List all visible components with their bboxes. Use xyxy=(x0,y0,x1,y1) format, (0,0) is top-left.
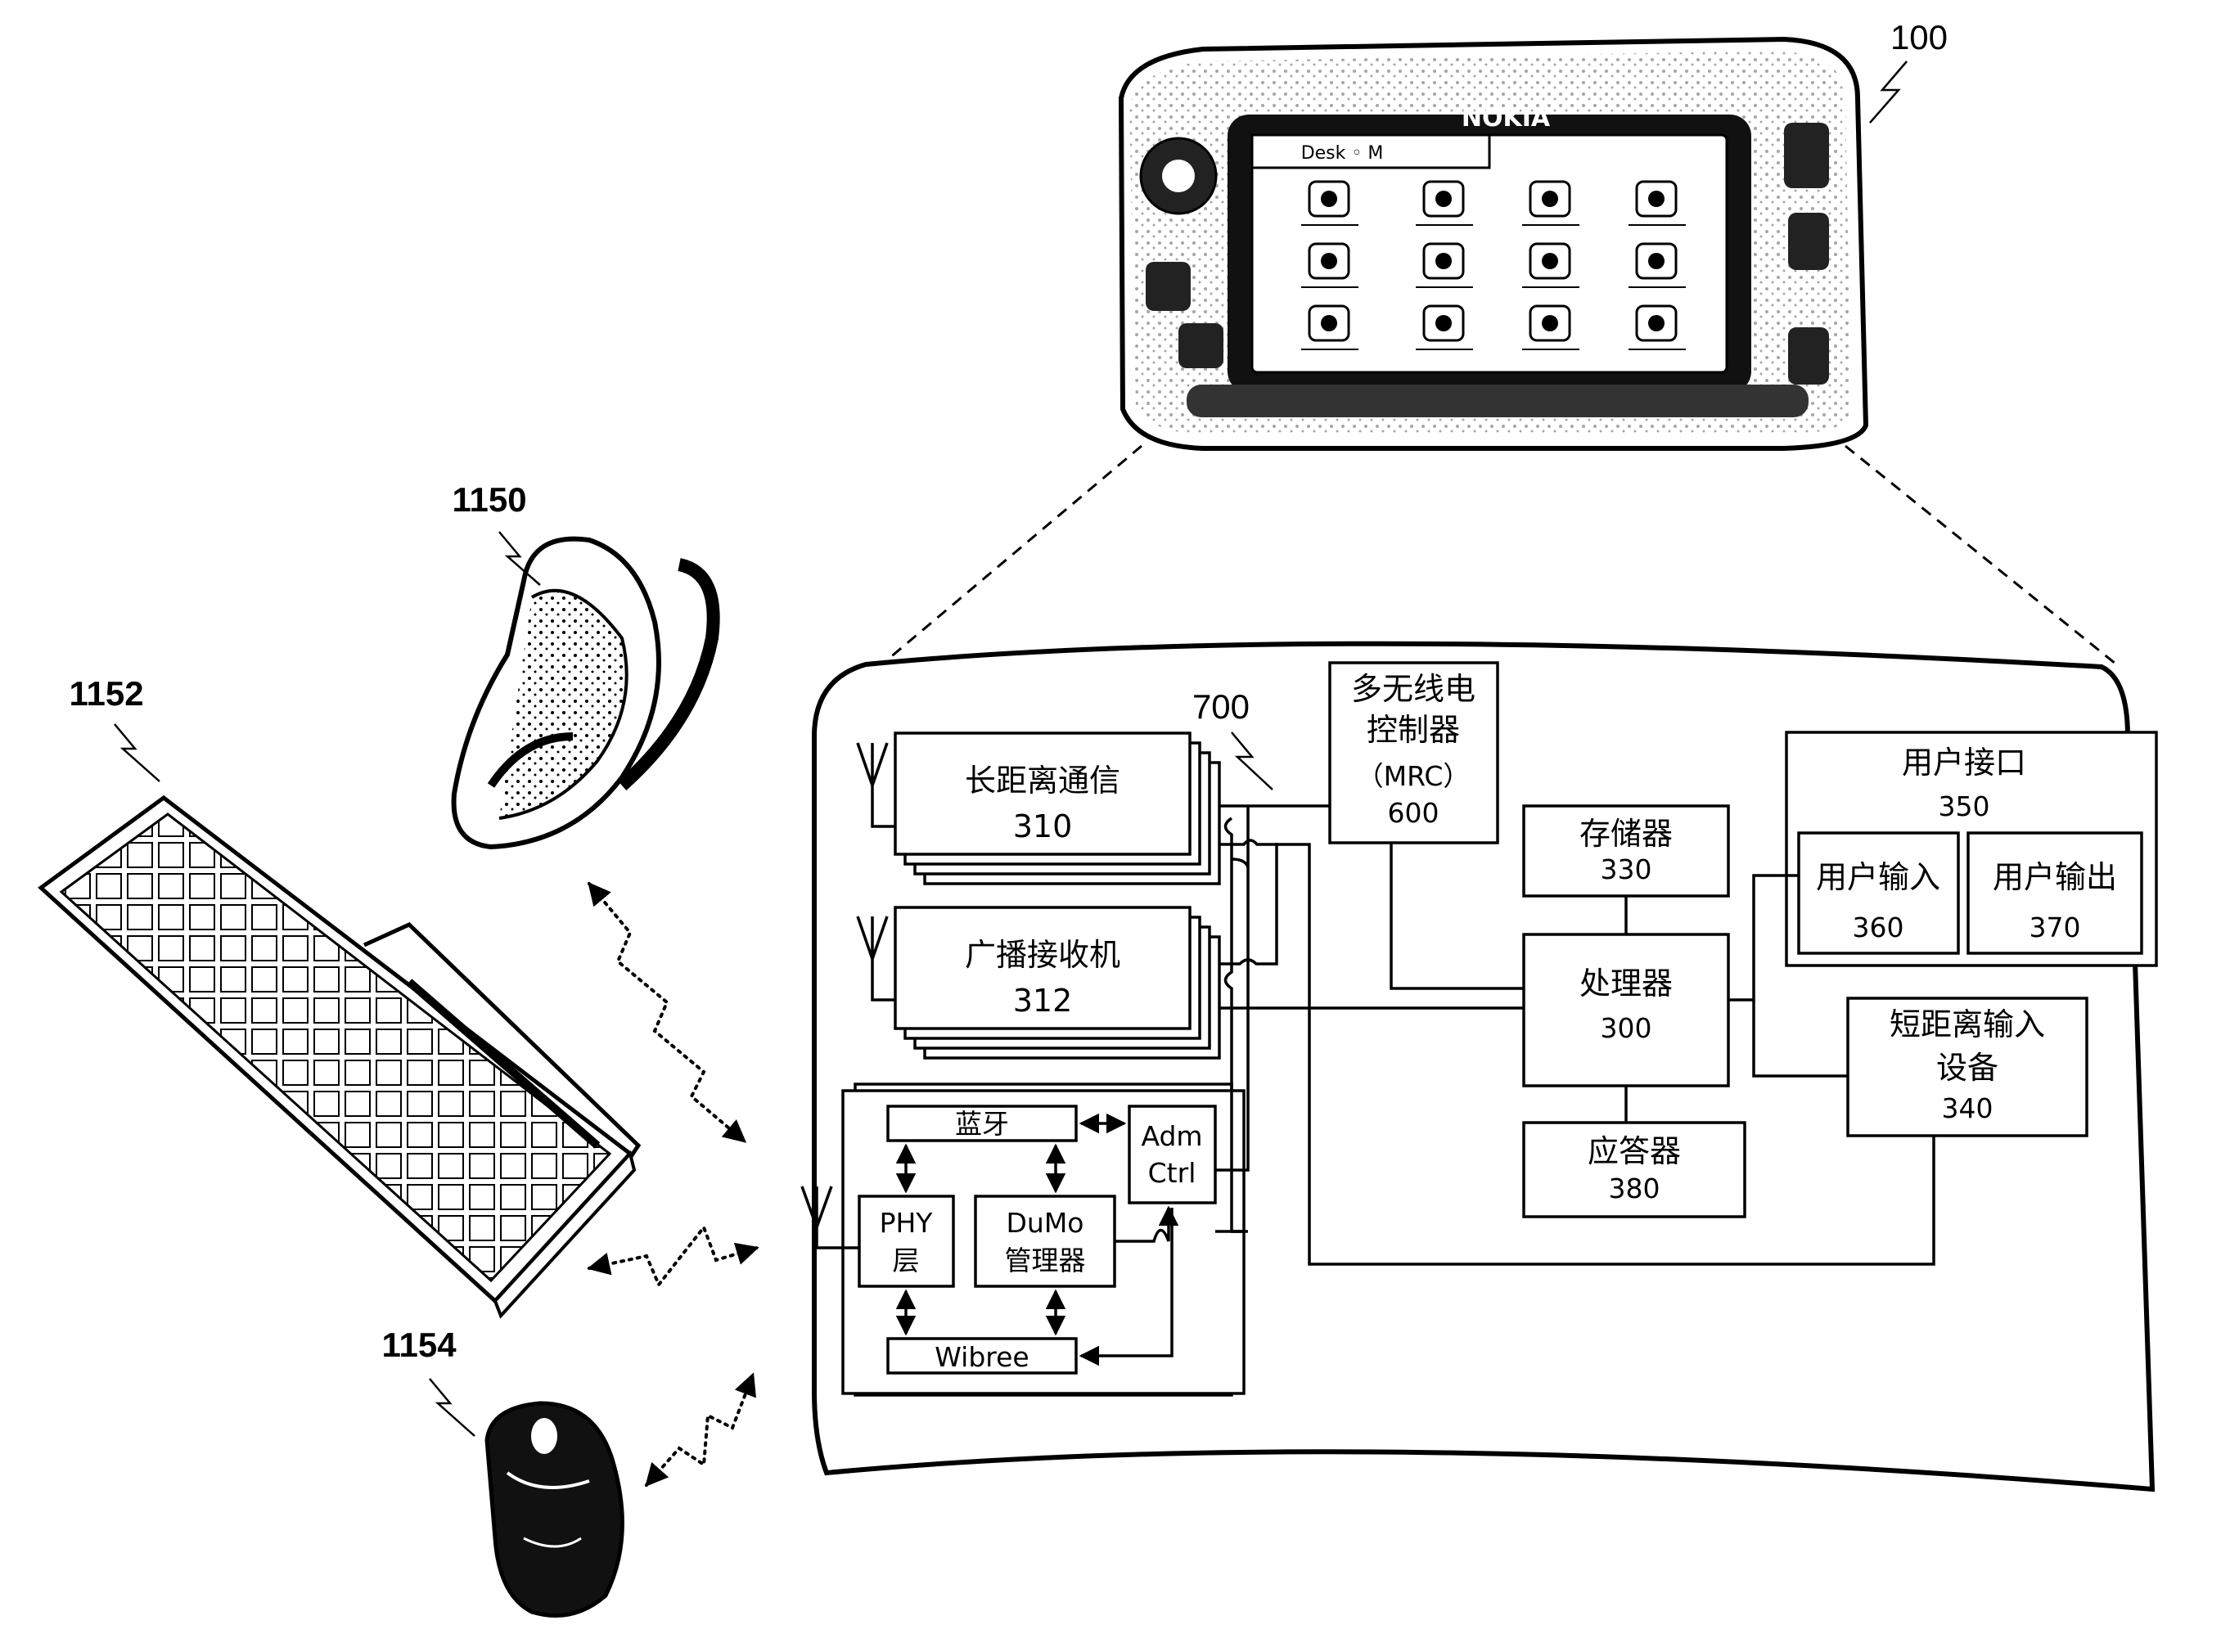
dumo-module: 蓝牙 Adm Ctrl PHY 层 DuMo 管理器 Wibree xyxy=(841,1083,1246,1397)
block-processor: 处理器 300 xyxy=(1522,933,1730,1087)
ref-headset-leader xyxy=(498,531,541,586)
ref-mouse-leader xyxy=(429,1378,475,1437)
wireless-keyboard-icon xyxy=(38,794,642,1319)
broadcast-num: 312 xyxy=(1013,983,1073,1019)
antenna-icon xyxy=(856,742,895,828)
memory-label: 存储器 xyxy=(1579,816,1673,852)
processor-num: 300 xyxy=(1601,1012,1652,1044)
ui-output-num: 370 xyxy=(2030,912,2081,943)
adm-line2: Ctrl xyxy=(1148,1157,1196,1189)
wireless-link-headset xyxy=(588,881,747,1143)
mrc-line3: （MRC） xyxy=(1357,760,1471,792)
wireless-mouse-icon xyxy=(484,1401,624,1618)
mrc-line2: 控制器 xyxy=(1367,712,1460,748)
phy-line2: 层 xyxy=(893,1245,920,1276)
phone-app-grid xyxy=(1301,180,1686,350)
short-range-line1: 短距离输入 xyxy=(1890,1006,2045,1042)
block-user-interface: 用户接口 350 用户输入 360 用户输出 370 xyxy=(1785,731,2158,967)
ref-headset: 1150 xyxy=(452,480,526,519)
ref-dumo-leader xyxy=(1231,731,1273,790)
phone-device: Desk ◦ M NOKIA xyxy=(1118,36,1869,451)
memory-num: 330 xyxy=(1601,853,1652,885)
ui-input-label: 用户输入 xyxy=(1816,859,1940,895)
short-range-line2: 设备 xyxy=(1936,1050,1998,1086)
processor-label: 处理器 xyxy=(1579,966,1673,1002)
wireless-link-keyboard xyxy=(587,1223,759,1288)
dumo-line1: DuMo xyxy=(1007,1207,1084,1239)
ui-output-label: 用户输出 xyxy=(1993,859,2117,895)
responder-num: 380 xyxy=(1609,1173,1660,1204)
short-range-num: 340 xyxy=(1942,1092,1993,1124)
long-range-label: 长距离通信 xyxy=(965,763,1120,799)
antenna-icon xyxy=(856,916,895,1002)
block-short-range: 短距离输入 设备 340 xyxy=(1846,997,2088,1137)
wibree-label: Wibree xyxy=(935,1341,1029,1373)
ref-dumo-module: 700 xyxy=(1192,687,1250,726)
responder-label: 应答器 xyxy=(1588,1133,1681,1169)
wireless-link-mouse xyxy=(645,1372,757,1488)
bluetooth-label: 蓝牙 xyxy=(955,1108,1009,1140)
ref-mouse: 1154 xyxy=(381,1326,457,1364)
mrc-num: 600 xyxy=(1388,797,1439,829)
antenna-icon xyxy=(800,1186,859,1249)
long-range-num: 310 xyxy=(1013,808,1073,844)
zoom-line-left xyxy=(883,444,1142,664)
ref-device-leader xyxy=(1869,61,1908,124)
mrc-line1: 多无线电 xyxy=(1351,671,1475,707)
bus-lines xyxy=(1215,804,1935,1266)
zoom-line-right xyxy=(1845,444,2120,668)
block-broadcast: 广播接收机 312 xyxy=(894,906,1221,1060)
dumo-line2: 管理器 xyxy=(1005,1245,1086,1276)
phone-screen-tab: Desk ◦ M xyxy=(1301,143,1384,164)
bluetooth-headset-icon xyxy=(451,536,720,850)
ref-keyboard: 1152 xyxy=(69,674,143,713)
block-mrc: 多无线电 控制器 （MRC） 600 xyxy=(1328,661,1499,844)
block-memory: 存储器 330 xyxy=(1522,804,1730,898)
ui-input-num: 360 xyxy=(1853,912,1904,943)
adm-line1: Adm xyxy=(1141,1120,1202,1152)
block-long-range: 长距离通信 310 xyxy=(894,731,1221,885)
block-responder: 应答器 380 xyxy=(1522,1121,1746,1218)
phy-line1: PHY xyxy=(880,1207,934,1239)
ref-device: 100 xyxy=(1890,18,1948,56)
ui-label: 用户接口 xyxy=(1902,745,2026,781)
phone-brand: NOKIA xyxy=(1462,104,1551,133)
broadcast-label: 广播接收机 xyxy=(965,937,1120,973)
ui-num: 350 xyxy=(1939,790,1990,822)
ref-keyboard-leader xyxy=(114,723,160,782)
